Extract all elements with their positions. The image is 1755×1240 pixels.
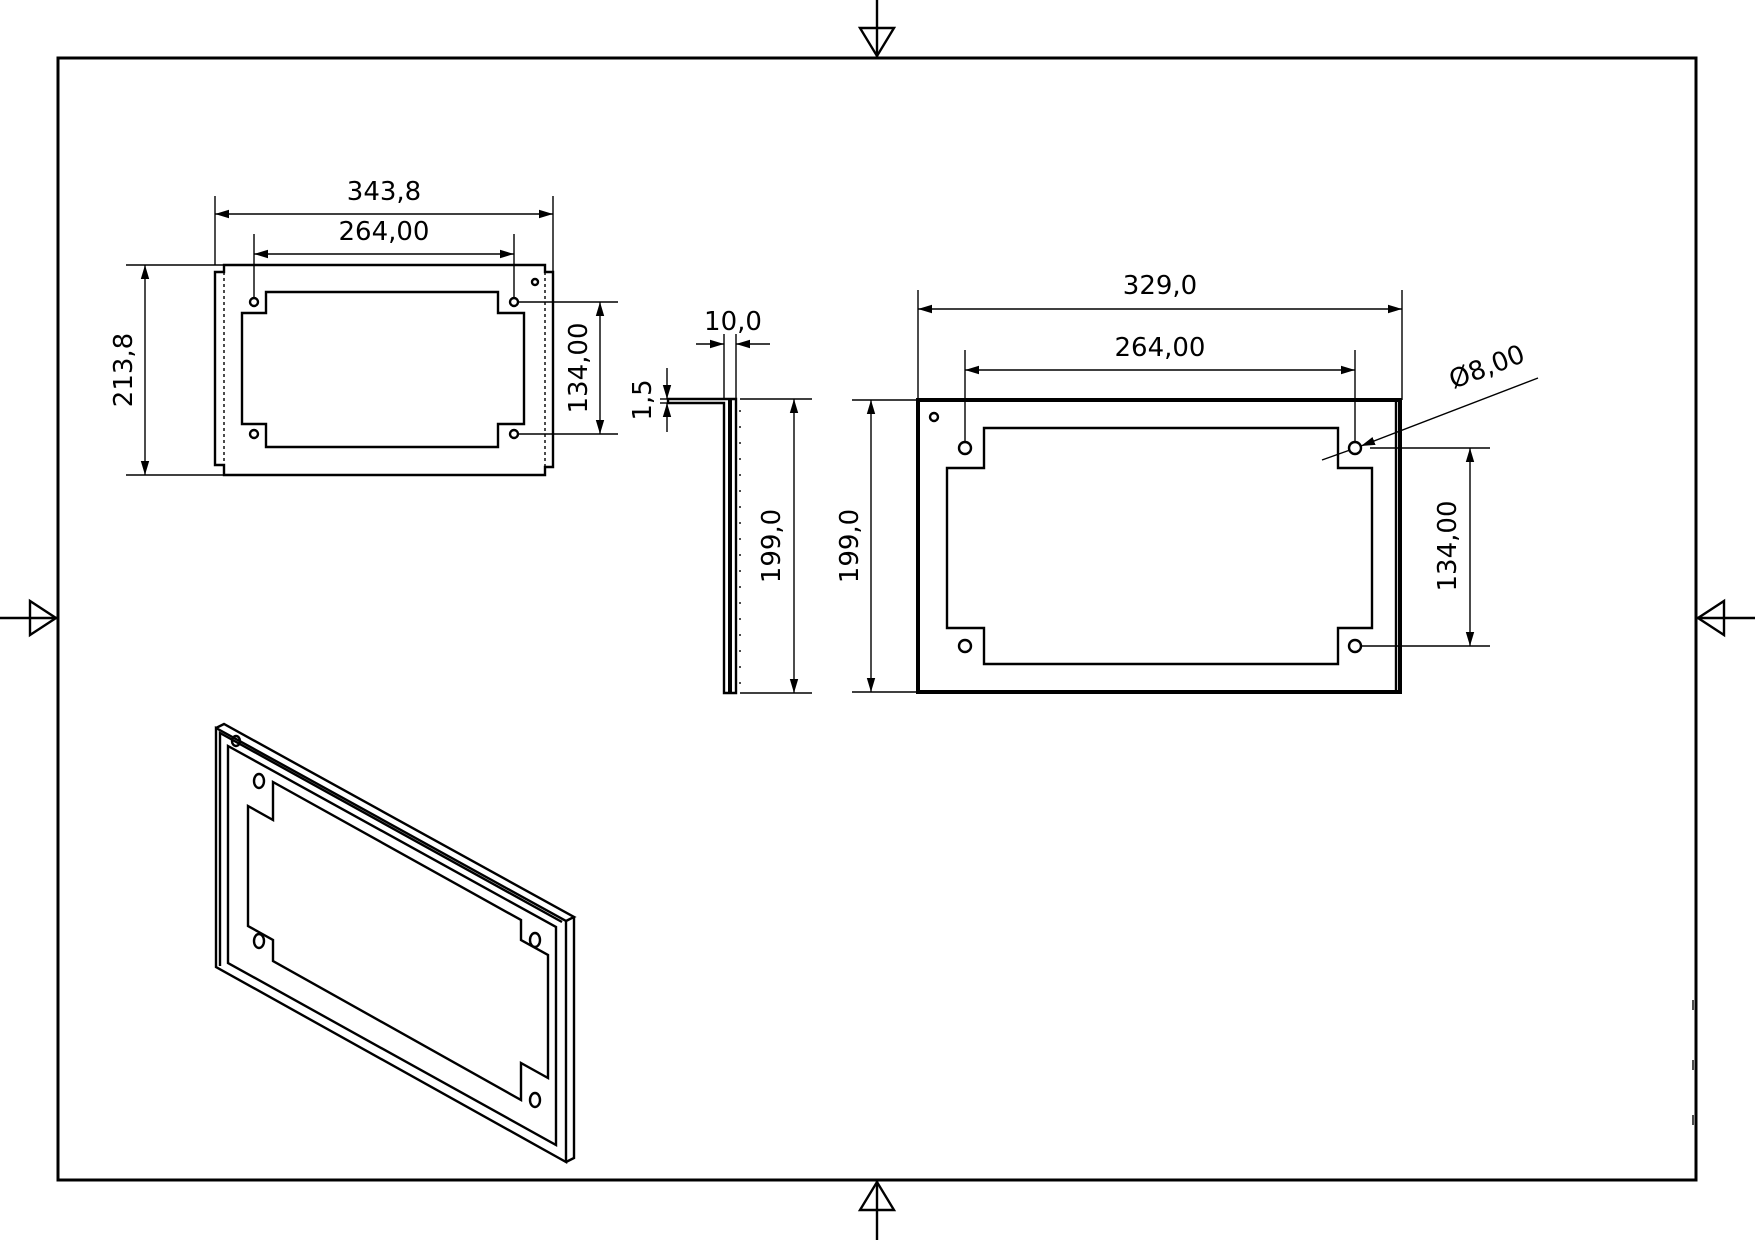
dim-side-wall: 1,5 <box>628 379 658 420</box>
hole-icon <box>528 1091 542 1109</box>
isometric-view <box>214 722 577 1165</box>
dim-top-hole-spacing-x: 264,00 <box>339 217 430 247</box>
iso-cutout <box>246 779 550 1103</box>
front-view: 329,0 264,00 Ø8,00 199,0 134,00 <box>835 271 1539 694</box>
dim-front-overall-width: 329,0 <box>1123 271 1197 301</box>
hole-icon <box>252 932 266 950</box>
hole-icon <box>1347 440 1363 456</box>
sheet-border <box>56 56 1698 1182</box>
front-view-cutout <box>945 426 1374 666</box>
centering-mark-bottom <box>857 1179 897 1240</box>
hole-icon <box>957 638 973 654</box>
top-view-cutout <box>240 290 526 449</box>
hole-icon <box>1347 638 1363 654</box>
hole-icon <box>248 296 260 308</box>
centering-mark-right <box>1695 598 1755 638</box>
centering-mark-top <box>857 0 897 59</box>
side-view-profile <box>666 397 738 695</box>
hole-icon <box>252 772 266 790</box>
centering-mark-left <box>0 598 59 638</box>
dim-front-overall-height: 199,0 <box>835 509 865 583</box>
dim-front-hole-spacing-y: 134,00 <box>1433 501 1463 592</box>
hole-icon <box>528 931 542 949</box>
hole-icon <box>957 440 973 456</box>
dim-side-thickness: 10,0 <box>704 307 762 337</box>
dim-side-height: 199,0 <box>757 509 787 583</box>
top-view: 343,8 264,00 213,8 134,00 <box>109 177 618 477</box>
hole-icon <box>508 428 520 440</box>
iso-inner-frame <box>226 743 558 1148</box>
dim-top-hole-spacing-y: 134,00 <box>564 323 594 414</box>
dim-front-hole-spacing-x: 264,00 <box>1115 333 1206 363</box>
hole-icon <box>248 428 260 440</box>
dim-front-hole-diameter: Ø8,00 <box>1445 339 1529 395</box>
front-view-outline <box>916 398 1402 694</box>
hole-icon <box>508 296 520 308</box>
side-view: 10,0 1,5 199,0 <box>628 307 812 695</box>
dim-top-overall-width: 343,8 <box>347 177 421 207</box>
dim-top-overall-height: 213,8 <box>109 333 139 407</box>
